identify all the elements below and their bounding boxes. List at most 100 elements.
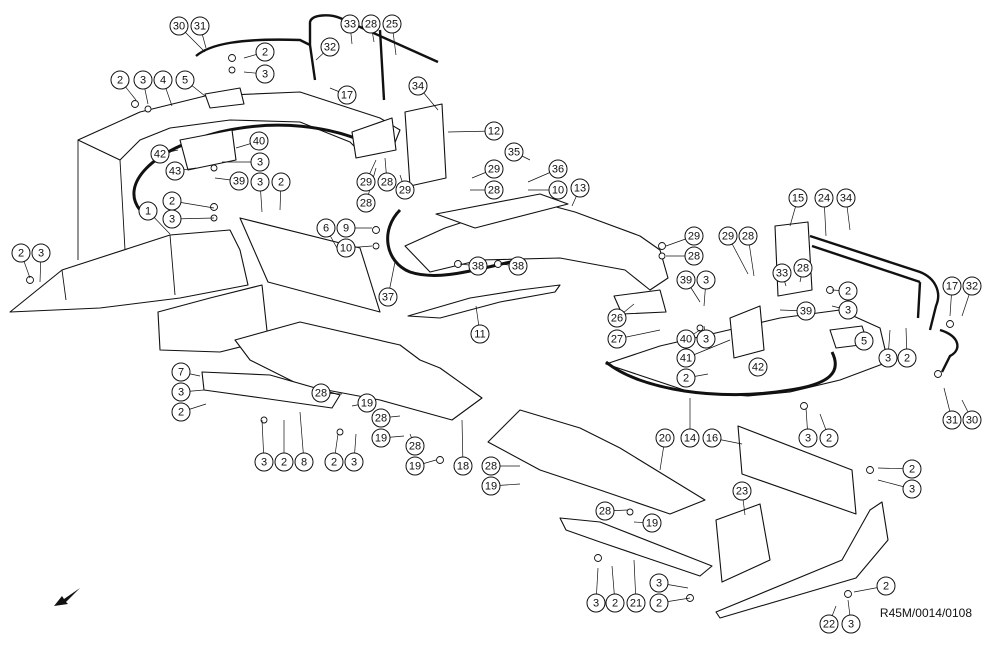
curved-rod-right (605, 351, 837, 397)
part-41-bracket (729, 305, 765, 359)
callout-24: 24 (814, 188, 834, 208)
callout-circle (504, 142, 524, 162)
callout-number: 3 (351, 457, 357, 469)
callout-circle (962, 276, 982, 296)
callout-3: 3 (841, 614, 861, 634)
washer (144, 105, 152, 113)
callout-number: 38 (472, 261, 484, 273)
callout-28: 28 (793, 258, 813, 278)
callout-1: 1 (138, 201, 158, 221)
bolt (934, 370, 942, 378)
callout-39: 39 (229, 171, 249, 191)
callout-41: 41 (676, 348, 696, 368)
callout-circle (484, 121, 504, 141)
callout-circle (607, 329, 627, 349)
callout-number: 39 (233, 176, 245, 188)
callout-circle (732, 481, 752, 501)
callout-circle (133, 70, 153, 90)
callout-3: 3 (254, 452, 274, 472)
callout-2: 2 (897, 348, 917, 368)
part-16-panel (737, 425, 857, 515)
callout-number: 19 (646, 518, 658, 530)
callout-circle (405, 436, 425, 456)
callout-30: 30 (169, 16, 189, 36)
callout-circle (336, 218, 356, 238)
callout-circle (250, 152, 270, 172)
part-25-tube-frame (195, 14, 439, 101)
bolt (372, 226, 380, 234)
callout-28: 28 (377, 172, 397, 192)
callout-28: 28 (311, 383, 331, 403)
callout-circle (676, 368, 696, 388)
callout-number: 39 (680, 275, 692, 287)
callout-circle (361, 14, 381, 34)
callout-29: 29 (684, 226, 704, 246)
callout-number: 38 (512, 261, 524, 273)
callout-number: 24 (818, 193, 830, 205)
callout-number: 2 (178, 407, 184, 419)
callout-number: 5 (861, 336, 867, 348)
callout-number: 3 (178, 387, 184, 399)
callout-number: 28 (381, 177, 393, 189)
callout-circle (642, 513, 662, 533)
callout-3: 3 (878, 348, 898, 368)
callout-3: 3 (798, 428, 818, 448)
callout-32: 32 (320, 37, 340, 57)
callout-number: 27 (611, 334, 623, 346)
callout-28: 28 (371, 408, 391, 428)
callout-circle (854, 331, 874, 351)
callout-circle (316, 218, 336, 238)
callout-circle (508, 256, 528, 276)
callout-circle (255, 42, 275, 62)
callout-circle (336, 238, 356, 258)
callout-number: 3 (805, 433, 811, 445)
part-23-panel (715, 503, 771, 583)
callout-13: 13 (570, 178, 590, 198)
callout-number: 28 (315, 388, 327, 400)
washer (658, 252, 666, 260)
callout-2: 2 (819, 428, 839, 448)
part-26-small-plate (613, 289, 667, 315)
callout-number: 40 (680, 334, 692, 346)
callout-number: 28 (742, 231, 754, 243)
callout-22: 22 (819, 614, 839, 634)
callout-circle (626, 593, 646, 613)
callout-circle (942, 276, 962, 296)
callout-circle (676, 270, 696, 290)
part-21-lower-strip (559, 517, 713, 577)
callout-circle (684, 226, 704, 246)
callout-circle (320, 37, 340, 57)
callout-number: 7 (178, 367, 184, 379)
callout-4: 4 (153, 70, 173, 90)
bolt (228, 54, 236, 62)
callout-number: 8 (301, 457, 307, 469)
callout-circle (481, 456, 501, 476)
callout-circle (838, 281, 858, 301)
callout-2: 2 (838, 281, 858, 301)
callout-11: 11 (470, 324, 490, 344)
callout-number: 34 (412, 81, 424, 93)
callout-circle (324, 452, 344, 472)
callout-10: 10 (548, 180, 568, 200)
callout-circle (696, 270, 716, 290)
callout-number: 2 (18, 248, 24, 260)
callout-number: 19 (485, 481, 497, 493)
callout-number: 29 (488, 164, 500, 176)
callout-34: 34 (836, 188, 856, 208)
part-12-side-plate (404, 103, 447, 187)
callout-number: 13 (574, 183, 586, 195)
callout-circle (190, 16, 210, 36)
callout-number: 3 (38, 248, 44, 260)
callout-2: 2 (171, 402, 191, 422)
callout-circle (408, 76, 428, 96)
callout-circle (31, 243, 51, 263)
callout-number: 19 (361, 398, 373, 410)
callout-28: 28 (481, 456, 501, 476)
callout-28: 28 (684, 246, 704, 266)
callout-number: 31 (946, 415, 958, 427)
callout-circle (676, 329, 696, 349)
callout-circle (470, 324, 490, 344)
callout-circle (169, 16, 189, 36)
